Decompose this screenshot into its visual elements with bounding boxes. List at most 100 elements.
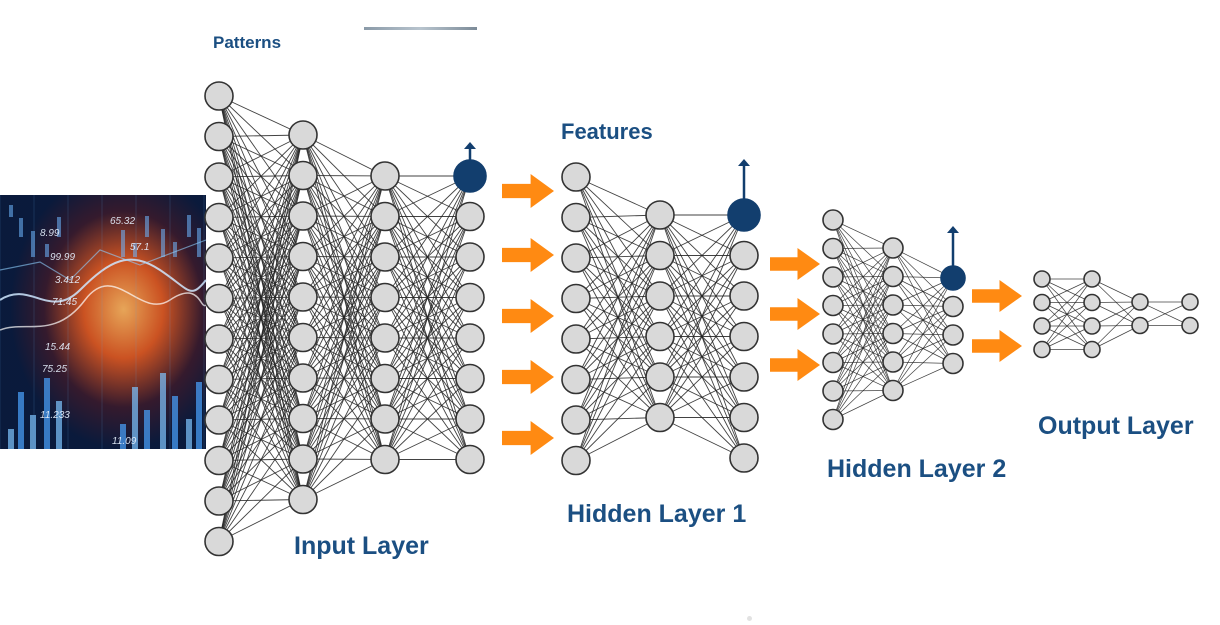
hidden2-block <box>822 209 966 431</box>
neuron-node <box>455 282 485 313</box>
flow-arrow <box>972 330 1022 362</box>
neuron-node <box>822 294 844 317</box>
connection-edge <box>302 175 386 338</box>
connection-edge <box>302 459 386 500</box>
flow-arrow <box>502 238 554 272</box>
connection-edge <box>659 336 745 418</box>
connection-edge <box>1041 278 1093 350</box>
connection-edge <box>832 361 894 420</box>
connection-edge <box>832 390 894 420</box>
neuron-node <box>1181 293 1199 311</box>
flow-arrow <box>770 248 820 280</box>
neuron-node <box>882 322 904 345</box>
connection-edge <box>1041 302 1093 350</box>
neuron-node <box>1181 316 1199 335</box>
connection-edge <box>302 134 386 177</box>
neuron-node <box>455 201 485 232</box>
neuron-node <box>370 161 400 191</box>
connection-edge <box>302 337 386 500</box>
neuron-node <box>822 209 844 231</box>
connection-edge <box>384 175 471 258</box>
image-ticker-label: 57.1 <box>130 242 149 253</box>
connection-edge <box>384 175 471 460</box>
neuron-node <box>1083 340 1101 359</box>
neuron-node <box>729 281 759 311</box>
neuron-node <box>645 200 675 230</box>
connection-edge <box>218 134 304 299</box>
neuron-node <box>729 240 759 271</box>
connection-edge <box>1041 278 1093 303</box>
connection-edge <box>302 175 386 257</box>
feature-up-arrowhead <box>947 226 959 233</box>
neuron-node <box>288 444 318 474</box>
neuron-node <box>1083 293 1101 312</box>
neuron-node <box>288 201 318 231</box>
neuron-node <box>288 120 318 150</box>
neuron-node <box>942 352 964 375</box>
neuron-node <box>455 363 485 394</box>
neuron-node <box>1083 317 1101 335</box>
connection-edge <box>218 418 304 542</box>
features-label: Features <box>561 119 653 144</box>
connection-edge <box>832 247 894 335</box>
image-ticker-label: 3.412 <box>55 275 80 286</box>
neuron-node <box>729 402 759 433</box>
connection-edge <box>659 376 745 418</box>
arrows-hidden2-to-output <box>972 280 1022 362</box>
connection-edge <box>302 297 386 500</box>
connection-edge <box>218 458 304 542</box>
connection-edge <box>218 134 304 340</box>
flow-arrow <box>502 360 554 394</box>
connection-edge <box>384 175 471 298</box>
connection-edge <box>892 363 954 391</box>
neuron-node <box>882 294 904 316</box>
connection-edge <box>384 175 471 379</box>
connection-edge <box>218 134 304 178</box>
arrows-input-to-hidden1 <box>502 174 554 455</box>
connection-edge <box>659 214 745 297</box>
connection-edge <box>302 175 386 217</box>
neuron-node <box>204 121 234 152</box>
neuron-node <box>645 321 675 352</box>
image-ticker-label: 8.99 <box>40 228 60 239</box>
neuron-node <box>561 162 591 192</box>
neuron-node <box>1033 317 1051 335</box>
neuron-node <box>370 201 400 232</box>
connection-edge <box>218 134 304 461</box>
connection-edge <box>659 255 745 418</box>
connection-edge <box>218 337 304 542</box>
neuron-node <box>455 444 485 475</box>
neuron-node <box>645 362 675 392</box>
connection-edge <box>384 297 471 460</box>
connection-edge <box>384 256 471 460</box>
connection-edge <box>218 175 304 542</box>
neuron-node <box>204 445 234 476</box>
hidden-layer-2-label: Hidden Layer 2 <box>827 455 1007 483</box>
hidden1-block <box>561 159 761 476</box>
neuron-node <box>1131 293 1149 311</box>
image-ticker-label: 11.09 <box>112 436 137 447</box>
connection-edge <box>575 255 661 461</box>
neuron-node <box>288 484 318 515</box>
neuron-node <box>729 443 759 473</box>
neuron-node <box>204 324 234 354</box>
flow-arrow <box>502 421 554 455</box>
neuron-node <box>942 324 964 346</box>
feature-up-arrowhead <box>464 142 476 149</box>
connection-edge <box>575 214 661 259</box>
connection-edge <box>892 306 954 391</box>
connection-edge <box>218 134 304 502</box>
top-decorative-bar <box>364 27 477 30</box>
neuron-node <box>288 160 318 191</box>
connection-edge <box>1091 301 1141 327</box>
connection-edge <box>302 216 386 500</box>
neuron-node <box>1033 293 1051 312</box>
patterns-label: Patterns <box>213 33 282 52</box>
connection-edge <box>575 376 661 461</box>
output-layer-label: Output Layer <box>1038 412 1194 440</box>
neuron-node <box>370 404 400 434</box>
connection-edge <box>384 337 471 460</box>
neuron-node <box>822 323 844 345</box>
neuron-node <box>204 283 234 314</box>
